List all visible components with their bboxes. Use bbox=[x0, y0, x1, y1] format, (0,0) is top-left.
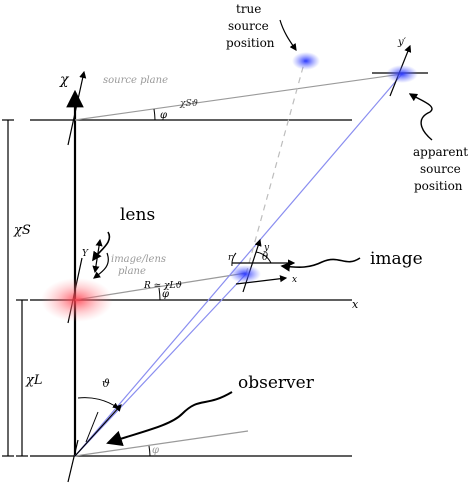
observer-direction-arrow bbox=[74, 404, 122, 457]
label-chi-s-theta: χSϑ bbox=[179, 99, 199, 109]
label-image: image bbox=[370, 249, 423, 269]
source-radial-line bbox=[74, 73, 403, 121]
label-R: R ≃ χLϑ bbox=[143, 281, 182, 291]
label-image-lens-1: image/lens bbox=[111, 254, 166, 265]
label-apparent-2: source bbox=[420, 162, 461, 176]
label-chi-s: χS bbox=[13, 223, 31, 238]
label-chi: χ bbox=[59, 72, 70, 88]
label-true-2: source bbox=[228, 19, 269, 33]
phi-arc-mid bbox=[158, 287, 161, 301]
lens-label-pointer bbox=[92, 231, 111, 262]
label-lens: lens bbox=[120, 205, 155, 225]
label-x-mid: x bbox=[352, 298, 359, 311]
image-small-x-axis bbox=[235, 275, 288, 285]
r-arc bbox=[231, 252, 237, 267]
observer-image-ray bbox=[74, 273, 247, 457]
apparent-source-blob bbox=[386, 65, 418, 83]
observer-radial-line bbox=[74, 430, 249, 457]
true-source-blob bbox=[292, 52, 320, 70]
observer-tick bbox=[85, 411, 99, 443]
phi-arc-bot bbox=[148, 445, 151, 457]
lens-pointer bbox=[93, 252, 109, 279]
apparent-ray bbox=[74, 73, 403, 457]
label-x-small: x bbox=[292, 275, 297, 285]
theta-obs-arc bbox=[77, 397, 119, 409]
label-phi-bot: φ bbox=[152, 445, 159, 456]
label-Y: Y bbox=[82, 249, 89, 259]
label-y-prime: y′ bbox=[397, 37, 407, 48]
label-source-plane: source plane bbox=[103, 75, 168, 86]
lens-blob bbox=[41, 278, 113, 322]
phi-arc-top bbox=[153, 108, 156, 121]
label-y-mid: y bbox=[263, 243, 270, 253]
label-image-lens-2: plane bbox=[118, 266, 146, 277]
observer-plane-tilt-axis bbox=[67, 439, 79, 483]
true-source-ray-dashed bbox=[245, 59, 306, 275]
theta-img-arc bbox=[255, 251, 272, 264]
apparent-source-pointer bbox=[408, 93, 433, 141]
label-theta-img: θ bbox=[262, 252, 268, 263]
label-theta-obs: ϑ bbox=[102, 377, 110, 390]
image-pointer bbox=[280, 257, 361, 272]
label-phi-mid: φ bbox=[162, 289, 169, 300]
label-apparent-3: position bbox=[414, 179, 463, 193]
label-r: r bbox=[228, 253, 233, 263]
true-source-pointer bbox=[279, 19, 297, 51]
label-true-1: true bbox=[236, 2, 261, 16]
label-true-3: position bbox=[226, 36, 275, 50]
label-phi-top: φ bbox=[160, 110, 167, 121]
label-observer: observer bbox=[238, 373, 315, 393]
label-apparent-1: apparent bbox=[413, 145, 468, 159]
source-plane-tilt-axis bbox=[67, 70, 87, 146]
image-blob bbox=[229, 265, 261, 283]
observer-pointer bbox=[106, 391, 233, 447]
label-chi-l: χL bbox=[25, 373, 43, 388]
